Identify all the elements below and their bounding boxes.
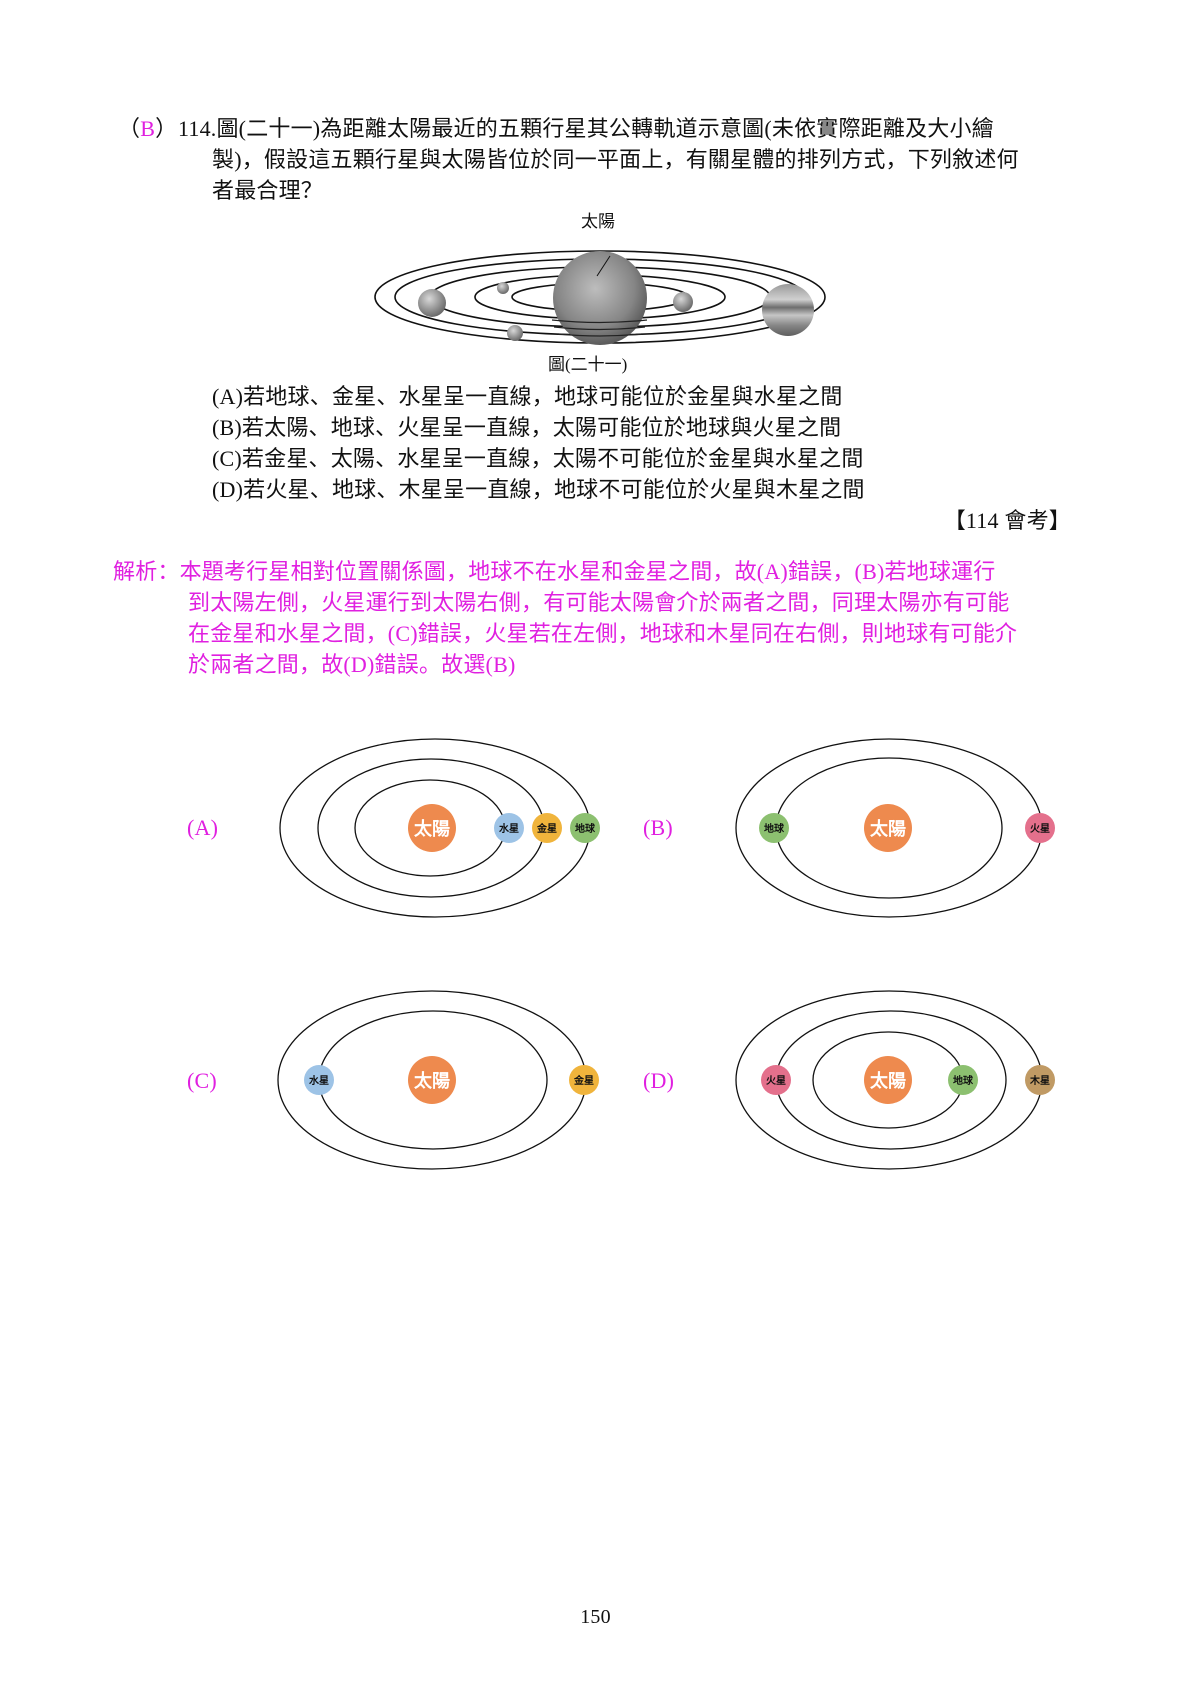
answer-letter: B bbox=[140, 116, 156, 141]
sun-icon bbox=[864, 1056, 912, 1104]
svg-text:火星: 火星 bbox=[766, 1075, 786, 1087]
svg-text:木星: 木星 bbox=[1029, 1074, 1050, 1087]
jupiter-icon bbox=[1025, 1065, 1055, 1095]
option-b: (B)若太陽、地球、火星呈一直線，太陽可能位於地球與火星之間 bbox=[212, 415, 842, 440]
diagram-a-label: (A) bbox=[187, 815, 219, 840]
question-line-1: 114.圖(二十一)為距離太陽最近的五顆行星其公轉軌道示意圖(未依實際距離及大小… bbox=[178, 116, 994, 141]
option-d: (D)若火星、地球、木星呈一直線，地球不可能位於火星與木星之間 bbox=[212, 477, 865, 502]
jupiter-icon bbox=[762, 284, 814, 336]
page-number: 150 bbox=[580, 1606, 611, 1628]
diagram-b-label: (B) bbox=[643, 815, 673, 840]
svg-text:火星: 火星 bbox=[1030, 823, 1050, 835]
svg-text:太陽: 太陽 bbox=[870, 818, 906, 840]
svg-text:太陽: 太陽 bbox=[414, 818, 450, 840]
mars-icon bbox=[418, 289, 446, 317]
question-line-2: 製)，假設這五顆行星與太陽皆位於同一平面上，有關星體的排列方式，下列敘述何 bbox=[212, 147, 1019, 172]
sun-icon bbox=[864, 804, 912, 852]
venus-icon bbox=[569, 1065, 599, 1095]
earth-icon bbox=[948, 1065, 978, 1095]
diagram-c-label: (C) bbox=[187, 1068, 217, 1093]
figure-caption: 圖(二十一) bbox=[548, 355, 628, 374]
diagram-d-label: (D) bbox=[643, 1068, 675, 1093]
earth-icon bbox=[759, 813, 789, 843]
option-a: (A)若地球、金星、水星呈一直線，地球可能位於金星與水星之間 bbox=[212, 384, 843, 409]
svg-text:太陽: 太陽 bbox=[414, 1070, 450, 1092]
option-c: (C)若金星、太陽、水星呈一直線，太陽不可能位於金星與水星之間 bbox=[212, 446, 864, 471]
solar-system-figure bbox=[374, 250, 826, 345]
venus-icon bbox=[532, 813, 562, 843]
sun-icon bbox=[408, 1056, 456, 1104]
answer-marker: （B） bbox=[118, 116, 178, 141]
svg-text:水星: 水星 bbox=[498, 822, 519, 835]
earth-icon bbox=[673, 292, 693, 312]
diagram-c-bodies: 太陽 水星 金星 bbox=[304, 1056, 599, 1104]
svg-text:地球: 地球 bbox=[764, 822, 785, 835]
diagram-d-bodies: 太陽 火星 地球 木星 bbox=[761, 1056, 1055, 1104]
venus-icon bbox=[507, 325, 523, 341]
figure-sun-label: 太陽 bbox=[581, 212, 615, 231]
mars-icon bbox=[761, 1065, 791, 1095]
svg-text:地球: 地球 bbox=[575, 822, 596, 835]
diagram-b-bodies: 太陽 地球 火星 bbox=[759, 804, 1055, 852]
mars-icon bbox=[1025, 813, 1055, 843]
svg-text:水星: 水星 bbox=[308, 1074, 329, 1087]
analysis-line-1: 解析：本題考行星相對位置關係圖，地球不在水星和金星之間，故(A)錯誤，(B)若地… bbox=[113, 559, 996, 584]
svg-text:太陽: 太陽 bbox=[870, 1070, 906, 1092]
exam-source: 【114 會考】 bbox=[943, 508, 1071, 533]
sun-icon bbox=[408, 804, 456, 852]
svg-text:金星: 金星 bbox=[573, 1074, 594, 1087]
mercury-icon bbox=[497, 282, 509, 294]
svg-text:金星: 金星 bbox=[536, 822, 557, 835]
diagram-a-bodies: 太陽 水星 金星 地球 bbox=[408, 804, 600, 852]
analysis-line-4: 於兩者之間，故(D)錯誤。故選(B) bbox=[188, 652, 516, 677]
mercury-icon bbox=[304, 1065, 334, 1095]
question-line-3: 者最合理？ bbox=[212, 178, 324, 203]
svg-text:地球: 地球 bbox=[953, 1074, 974, 1087]
mercury-icon bbox=[494, 813, 524, 843]
analysis-line-2: 到太陽左側，火星運行到太陽右側，有可能太陽會介於兩者之間，同理太陽亦有可能 bbox=[188, 590, 1010, 615]
earth-icon bbox=[570, 813, 600, 843]
analysis-line-3: 在金星和水星之間，(C)錯誤，火星若在左側，地球和木星同在右側，則地球有可能介 bbox=[188, 621, 1018, 646]
